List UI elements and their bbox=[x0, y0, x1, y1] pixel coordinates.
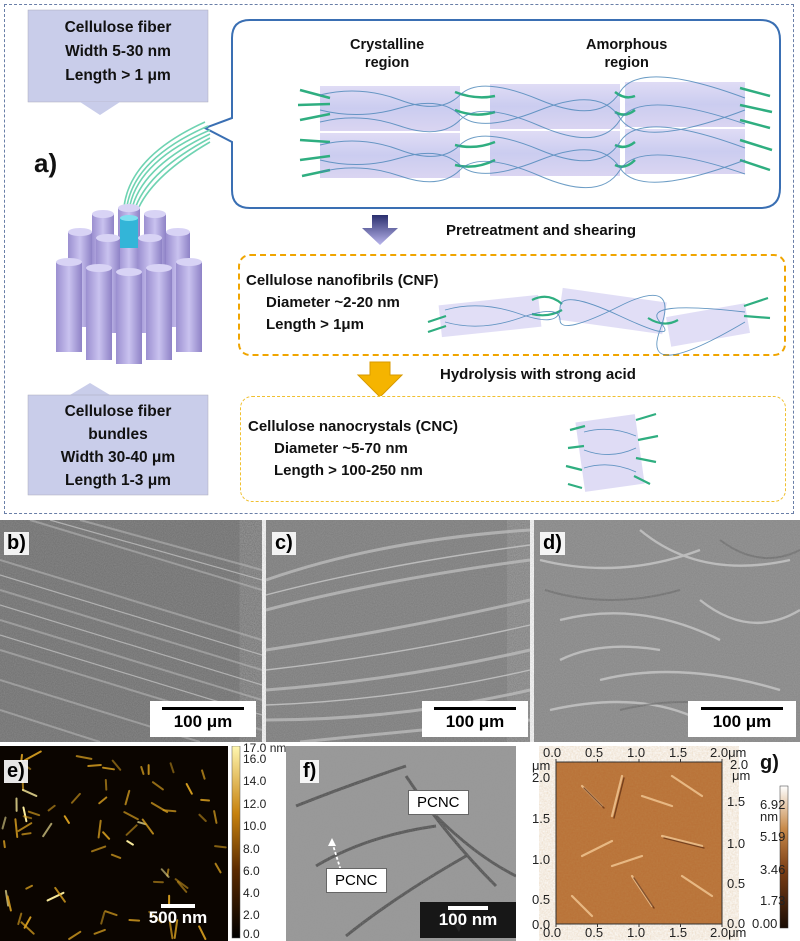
panel-a-frame bbox=[4, 4, 794, 514]
afm-rod bbox=[22, 806, 28, 823]
afm-rod bbox=[173, 919, 179, 939]
afm-rod bbox=[169, 762, 175, 774]
afm-rod bbox=[17, 822, 33, 832]
afm-rod bbox=[111, 759, 122, 771]
panel-b-scalebar: 100 μm bbox=[150, 701, 256, 737]
afm-rod bbox=[25, 884, 33, 890]
afm-rod bbox=[70, 792, 81, 804]
afm-rod bbox=[14, 818, 19, 839]
afm-rod bbox=[201, 769, 206, 780]
afm-rod bbox=[87, 763, 102, 768]
afm-rod bbox=[128, 919, 141, 922]
hydrolysis-arrow bbox=[356, 361, 404, 398]
afm-rod bbox=[21, 832, 32, 836]
afm-rod bbox=[213, 810, 218, 824]
pcnc-annotation-1: PCNC bbox=[408, 790, 469, 815]
panel-e-colorbar-ticks: 17.0 nm 16.0 14.0 12.0 10.0 8.0 6.0 4.0 … bbox=[243, 741, 287, 941]
afm-rod bbox=[198, 925, 207, 940]
afm-rod bbox=[214, 862, 222, 874]
pcnc-annotation-2: PCNC bbox=[326, 868, 387, 893]
afm-rod bbox=[198, 813, 207, 822]
afm-rod bbox=[104, 778, 108, 791]
step-hydrolysis-label: Hydrolysis with strong acid bbox=[440, 366, 636, 383]
afm-rod bbox=[124, 789, 131, 806]
afm-rod bbox=[100, 911, 106, 925]
afm-rod bbox=[68, 930, 82, 940]
afm-rod bbox=[137, 821, 147, 826]
afm-rod bbox=[151, 781, 164, 791]
afm-rod bbox=[162, 809, 177, 813]
panel-a-label: a) bbox=[34, 148, 58, 178]
panel-d-label: d) bbox=[540, 532, 565, 555]
afm-rod bbox=[90, 845, 107, 853]
afm-rod bbox=[126, 840, 134, 846]
afm-rod bbox=[20, 921, 35, 935]
afm-rod bbox=[176, 880, 188, 893]
afm-rod bbox=[214, 845, 227, 849]
step-pretreatment-label: Pretreatment and shearing bbox=[446, 222, 637, 239]
panel-e-colorbar bbox=[231, 746, 241, 939]
afm-rod bbox=[3, 840, 6, 849]
panel-f-label: f) bbox=[300, 760, 320, 783]
afm-rod bbox=[1, 816, 7, 830]
afm-rod bbox=[17, 912, 23, 926]
afm-rod bbox=[75, 755, 93, 760]
afm-rod bbox=[93, 928, 106, 935]
afm-rod bbox=[104, 910, 118, 917]
afm-rod bbox=[47, 804, 56, 812]
afm-rod bbox=[148, 910, 163, 924]
afm-rod bbox=[200, 798, 211, 802]
panel-e-label: e) bbox=[4, 760, 28, 783]
afm-rod bbox=[160, 868, 170, 878]
afm-rod bbox=[21, 788, 38, 797]
panel-c-scalebar: 100 μm bbox=[422, 701, 528, 737]
cnf-text: Cellulose nanofibrils (CNF) Diameter ~2-… bbox=[246, 272, 439, 333]
afm-rod bbox=[46, 891, 65, 902]
afm-rod bbox=[98, 796, 108, 805]
panel-g-colorbar bbox=[779, 785, 789, 929]
afm-image-e bbox=[0, 746, 228, 941]
afm-rod bbox=[24, 750, 42, 762]
afm-rod bbox=[102, 831, 111, 840]
afm-rod bbox=[168, 921, 174, 940]
afm-rod bbox=[22, 815, 33, 820]
afm-rod bbox=[6, 895, 12, 912]
afm-rod bbox=[4, 889, 10, 907]
afm-rod bbox=[97, 819, 102, 839]
cnc-text: Cellulose nanocrystals (CNC) Diameter ~5… bbox=[248, 418, 459, 479]
afm-rod bbox=[125, 824, 138, 836]
panel-g-label: g) bbox=[758, 752, 781, 775]
afm-rod bbox=[174, 878, 189, 889]
panel-g-graphics bbox=[555, 759, 789, 929]
cnc-box bbox=[240, 396, 786, 502]
fiber-callout-text: Cellulose fiber Width 5-30 nm Length > 1… bbox=[64, 19, 172, 84]
panel-b-label: b) bbox=[4, 532, 29, 555]
afm-rod bbox=[27, 810, 41, 817]
panel-d-scalebar: 100 μm bbox=[688, 701, 796, 737]
afm-rod bbox=[63, 815, 70, 824]
afm-rod bbox=[42, 822, 53, 838]
bundle-callout-shape bbox=[27, 383, 209, 496]
afm-rod bbox=[54, 886, 66, 903]
panel-c-label: c) bbox=[272, 532, 296, 555]
sem-images bbox=[0, 520, 800, 742]
afm-rod bbox=[110, 853, 122, 859]
afm-rod bbox=[185, 783, 193, 795]
crystalline-amorphous-illustration bbox=[297, 76, 773, 189]
pretreatment-arrow bbox=[362, 215, 398, 245]
afm-rod bbox=[140, 765, 145, 775]
panel-f-scalebar: 100 nm bbox=[420, 902, 516, 938]
afm-rod bbox=[102, 766, 115, 771]
panel-e-scalebar: 500 nm bbox=[128, 904, 228, 938]
afm-rod bbox=[23, 916, 32, 929]
afm-rod bbox=[123, 811, 139, 821]
afm-rod bbox=[141, 818, 154, 835]
panel-e-graphics bbox=[0, 746, 241, 941]
fiber-strands bbox=[123, 121, 211, 208]
bundle-callout-text: Cellulose fiber bundles Width 30-40 μm L… bbox=[60, 403, 176, 489]
fiber-bundle-illustration bbox=[56, 204, 202, 364]
fiber-callout-shape bbox=[27, 9, 209, 115]
